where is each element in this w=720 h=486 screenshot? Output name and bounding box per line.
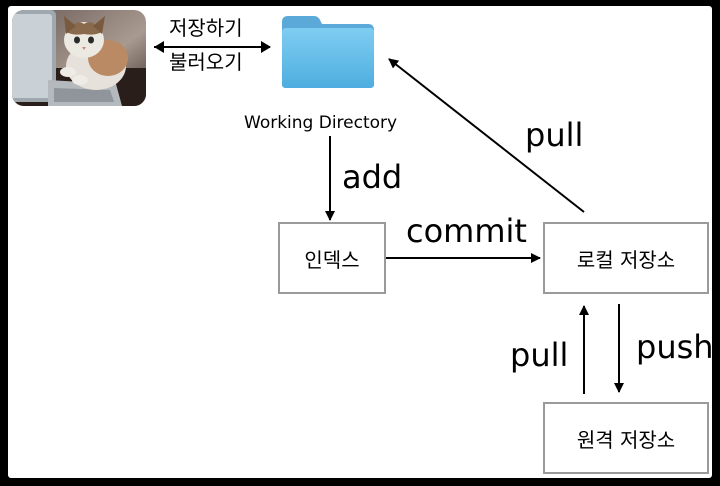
add-label: add (342, 158, 403, 196)
local-repo-box: 로컬 저장소 (543, 222, 709, 294)
pull-label-top: pull (525, 116, 584, 154)
pull-label-bottom: pull (510, 336, 569, 374)
cat-laptop-photo (12, 10, 146, 106)
save-label: 저장하기 (169, 16, 243, 40)
remote-repo-box: 원격 저장소 (543, 402, 709, 474)
arrows-layer (154, 41, 624, 394)
working-directory-label: Working Directory (244, 113, 398, 133)
commit-label: commit (406, 212, 527, 250)
diagram-canvas: 저장하기 불러오기 Working Directory add commit p… (8, 6, 712, 478)
remote-repo-label: 원격 저장소 (576, 427, 676, 452)
index-box: 인덱스 (278, 222, 386, 294)
load-label: 불러오기 (169, 50, 243, 74)
folder-icon (280, 12, 376, 90)
local-repo-label: 로컬 저장소 (576, 247, 676, 272)
pull-to-workdir-arrow (388, 58, 585, 213)
index-box-label: 인덱스 (304, 247, 360, 272)
push-label: push (636, 328, 712, 366)
